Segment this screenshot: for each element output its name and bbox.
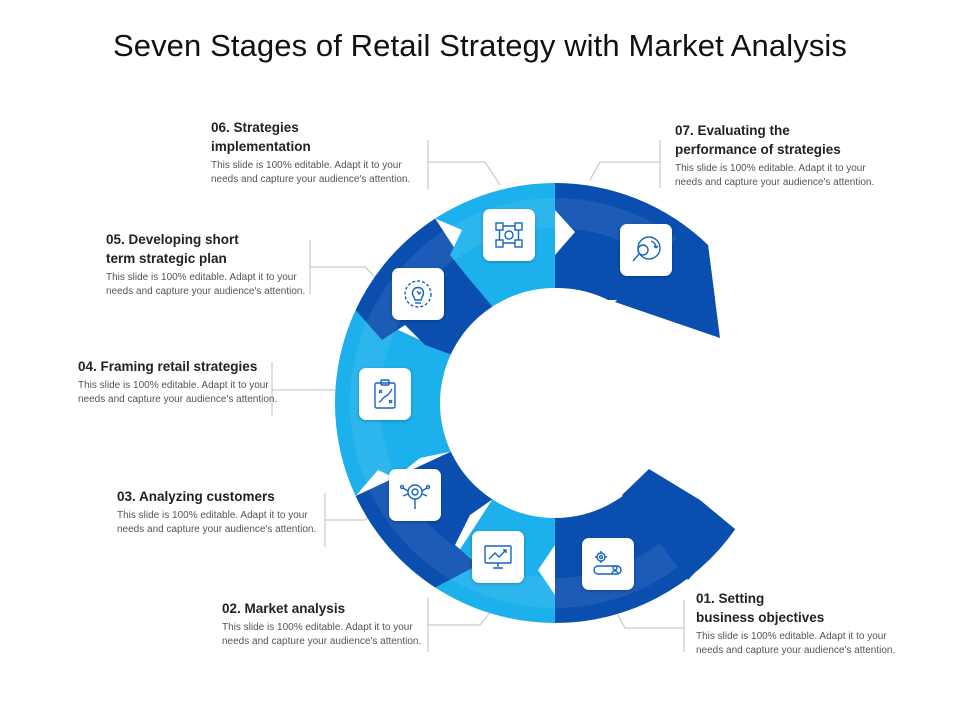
segment-01-top <box>622 469 735 580</box>
stage-01-title-line2: business objectives <box>696 610 825 625</box>
tile-06 <box>483 209 535 261</box>
stage-01-desc: This slide is 100% editable. Adapt it to… <box>696 631 896 656</box>
flowchart-icon <box>495 222 523 248</box>
leader-line-07-b <box>589 161 660 181</box>
stage-06-title-line2: implementation <box>211 139 311 154</box>
stage-04-desc: This slide is 100% editable. Adapt it to… <box>78 380 278 405</box>
arrow-head-07 <box>615 228 720 338</box>
stage-01: 01. Setting business objectives This slid… <box>696 589 936 658</box>
leader-line-06-b <box>428 161 501 186</box>
stage-02: 02. Market analysis This slide is 100% e… <box>222 599 462 649</box>
stage-02-heading: 02. Market analysis <box>222 601 346 616</box>
stage-07-title-line2: performance of strategies <box>675 142 841 157</box>
tile-07 <box>620 224 672 276</box>
stage-01-heading: 01. Setting business objectives <box>696 589 936 627</box>
leader-line-02-b <box>428 609 493 626</box>
stage-07-desc: This slide is 100% editable. Adapt it to… <box>675 163 875 188</box>
stage-06-title-line1: 06. Strategies <box>211 120 299 135</box>
leader-line-01-b <box>614 609 684 629</box>
stage-03: 03. Analyzing customers This slide is 10… <box>117 487 357 537</box>
tile-02 <box>472 531 524 583</box>
clipboard-strategy-icon <box>374 379 396 409</box>
ring-opening <box>600 300 720 500</box>
stage-05-desc: This slide is 100% editable. Adapt it to… <box>106 272 306 297</box>
stage-05-title-line1: 05. Developing short <box>106 232 239 247</box>
stage-04-heading: 04. Framing retail strategies <box>78 359 258 374</box>
stage-07: 07. Evaluating the performance of strateg… <box>675 121 915 190</box>
tile-04 <box>359 368 411 420</box>
tile-03 <box>389 469 441 521</box>
stage-06-desc: This slide is 100% editable. Adapt it to… <box>211 160 411 185</box>
stage-06-heading: 06. Strategies implementation <box>211 118 451 156</box>
tile-05 <box>392 268 444 320</box>
stage-03-desc: This slide is 100% editable. Adapt it to… <box>117 510 317 535</box>
magnifier-cycle-icon <box>632 236 661 262</box>
stage-01-title-line1: 01. Setting <box>696 591 765 606</box>
stage-05-heading: 05. Developing short term strategic plan <box>106 230 346 268</box>
stage-03-heading: 03. Analyzing customers <box>117 489 275 504</box>
stage-04: 04. Framing retail strategies This slide… <box>78 357 278 407</box>
stage-07-heading: 07. Evaluating the performance of strateg… <box>675 121 915 159</box>
leader-line-05-b <box>310 266 379 281</box>
gear-person-icon <box>593 551 622 575</box>
stage-02-desc: This slide is 100% editable. Adapt it to… <box>222 622 422 647</box>
stage-05-title-line2: term strategic plan <box>106 251 227 266</box>
tile-01 <box>582 538 634 590</box>
stage-06: 06. Strategies implementation This slide … <box>211 118 451 187</box>
target-magnifier-icon <box>399 484 431 509</box>
stage-07-title-line1: 07. Evaluating the <box>675 123 790 138</box>
page-title: Seven Stages of Retail Strategy with Mar… <box>112 28 848 63</box>
lightbulb-idea-icon <box>404 280 432 308</box>
trend-monitor-icon <box>484 545 512 569</box>
